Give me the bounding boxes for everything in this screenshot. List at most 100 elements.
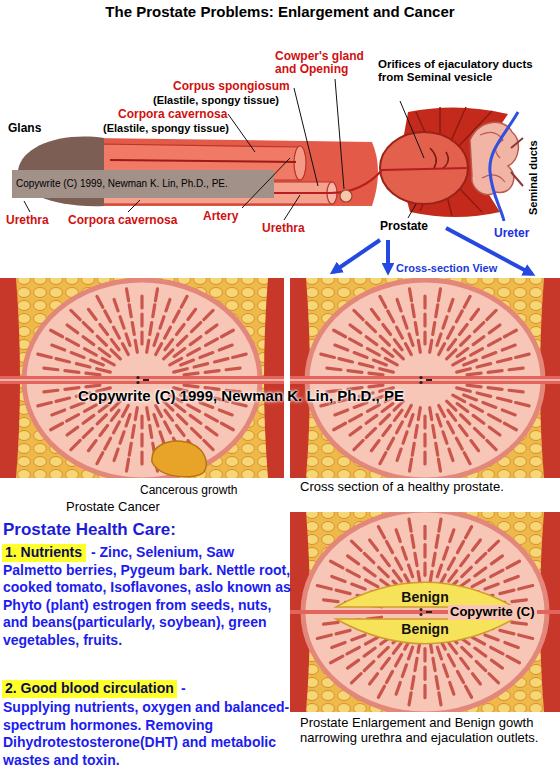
gland-duct [512,600,526,602]
gland-duct [423,332,426,344]
gland-duct [381,658,389,668]
gland-duct [457,671,463,682]
gland-duct [507,656,519,663]
gland-duct [378,686,384,697]
gland-duct [347,647,359,654]
gland-duct [176,425,184,435]
gland-duct [165,327,171,338]
gland-duct [447,350,456,359]
part-name: Cancerous growth [140,484,237,497]
leader-line [408,204,416,218]
duct-opening [419,376,422,379]
gland-duct [412,305,414,317]
gland-duct [97,369,111,372]
gland-duct [473,415,484,423]
gland-duct [51,330,63,336]
anatomy-side-view [12,79,532,274]
gland-duct [348,556,359,564]
gland-duct [88,441,96,451]
gland-duct [88,309,96,319]
gland-duct [191,323,200,332]
gland-duct [450,682,454,694]
gland-duct [111,410,119,420]
gland-duct [438,289,440,301]
gland-duct [371,309,379,319]
part-note: (Elastile, spongy tissue) [153,94,279,106]
gland-duct [126,415,130,427]
gland-duct [474,428,483,437]
gland-duct [489,674,499,683]
gland-duct [412,677,414,689]
gland-duct [396,558,402,569]
gland-duct [457,388,471,391]
gland-duct [65,371,79,373]
gland-duct [396,682,400,694]
gland-duct [402,547,406,559]
gland-duct [367,349,379,355]
gland-duct [352,635,365,640]
gland-duct [365,637,377,644]
gland-duct [367,405,379,411]
gland-duct [380,453,386,464]
gland-duct [397,422,403,433]
gland-duct [206,415,218,421]
gland-duct [436,677,438,689]
part-name: Ureter [494,227,529,240]
gland-duct [111,340,119,350]
gland-duct [448,410,456,420]
gland-duct [394,410,402,420]
gland-duct [457,369,471,372]
gland-duct [418,408,420,420]
gland-duct [464,395,477,400]
gland-duct [436,443,438,455]
gland-duct [437,415,441,427]
gland-duct [491,660,502,668]
highlight-box: 1. Nutrients [2,544,86,562]
seminal-duct [511,138,523,186]
gland-duct [437,334,441,346]
gland-duct [165,340,173,350]
gland-duct [405,344,411,355]
gland-duct [90,360,103,365]
gland-duct [351,674,361,683]
gland-duct [105,438,111,449]
gland-duct [84,349,96,355]
urethra-section [290,376,560,384]
leader-line [128,200,140,212]
gland-duct [332,576,345,581]
view-arrow [333,240,380,272]
gland-duct [83,415,94,423]
gland-duct [489,427,500,435]
gland-duct [502,410,515,415]
gland-duct [354,353,367,358]
gland-duct [472,580,484,587]
gland-duct [409,565,413,577]
urethra-lumen [0,379,284,381]
gland-duct [370,540,378,550]
copyright-note: Copywrite (C) [448,605,537,620]
gland-duct [154,415,158,427]
gland-duct [153,305,155,317]
gland-duct [423,526,426,538]
gland-duct [71,310,80,319]
leader-lines [24,79,424,220]
part-name: Urethra [262,222,305,235]
gland-duct [86,373,100,375]
gland-duct [423,685,426,697]
gland-duct [487,310,496,319]
gland-duct [410,459,412,471]
gland-duct [317,635,331,638]
gland-duct [491,570,503,577]
benign-growth: Benign [335,572,515,608]
highlight-box: 2. Good blood circulation [2,680,177,698]
gland-duct [364,648,375,656]
gland-duct [354,310,363,319]
gland-duct [147,340,149,352]
gland-duct [388,438,394,449]
gland-duct [327,368,341,370]
gland-duct [459,324,467,334]
gland-duct [448,422,454,433]
part-name: Corpora cavernosa [118,108,227,121]
diagram-title: The Prostate Problems: Enlargement and C… [0,4,560,21]
urethra-lumen [290,379,560,381]
